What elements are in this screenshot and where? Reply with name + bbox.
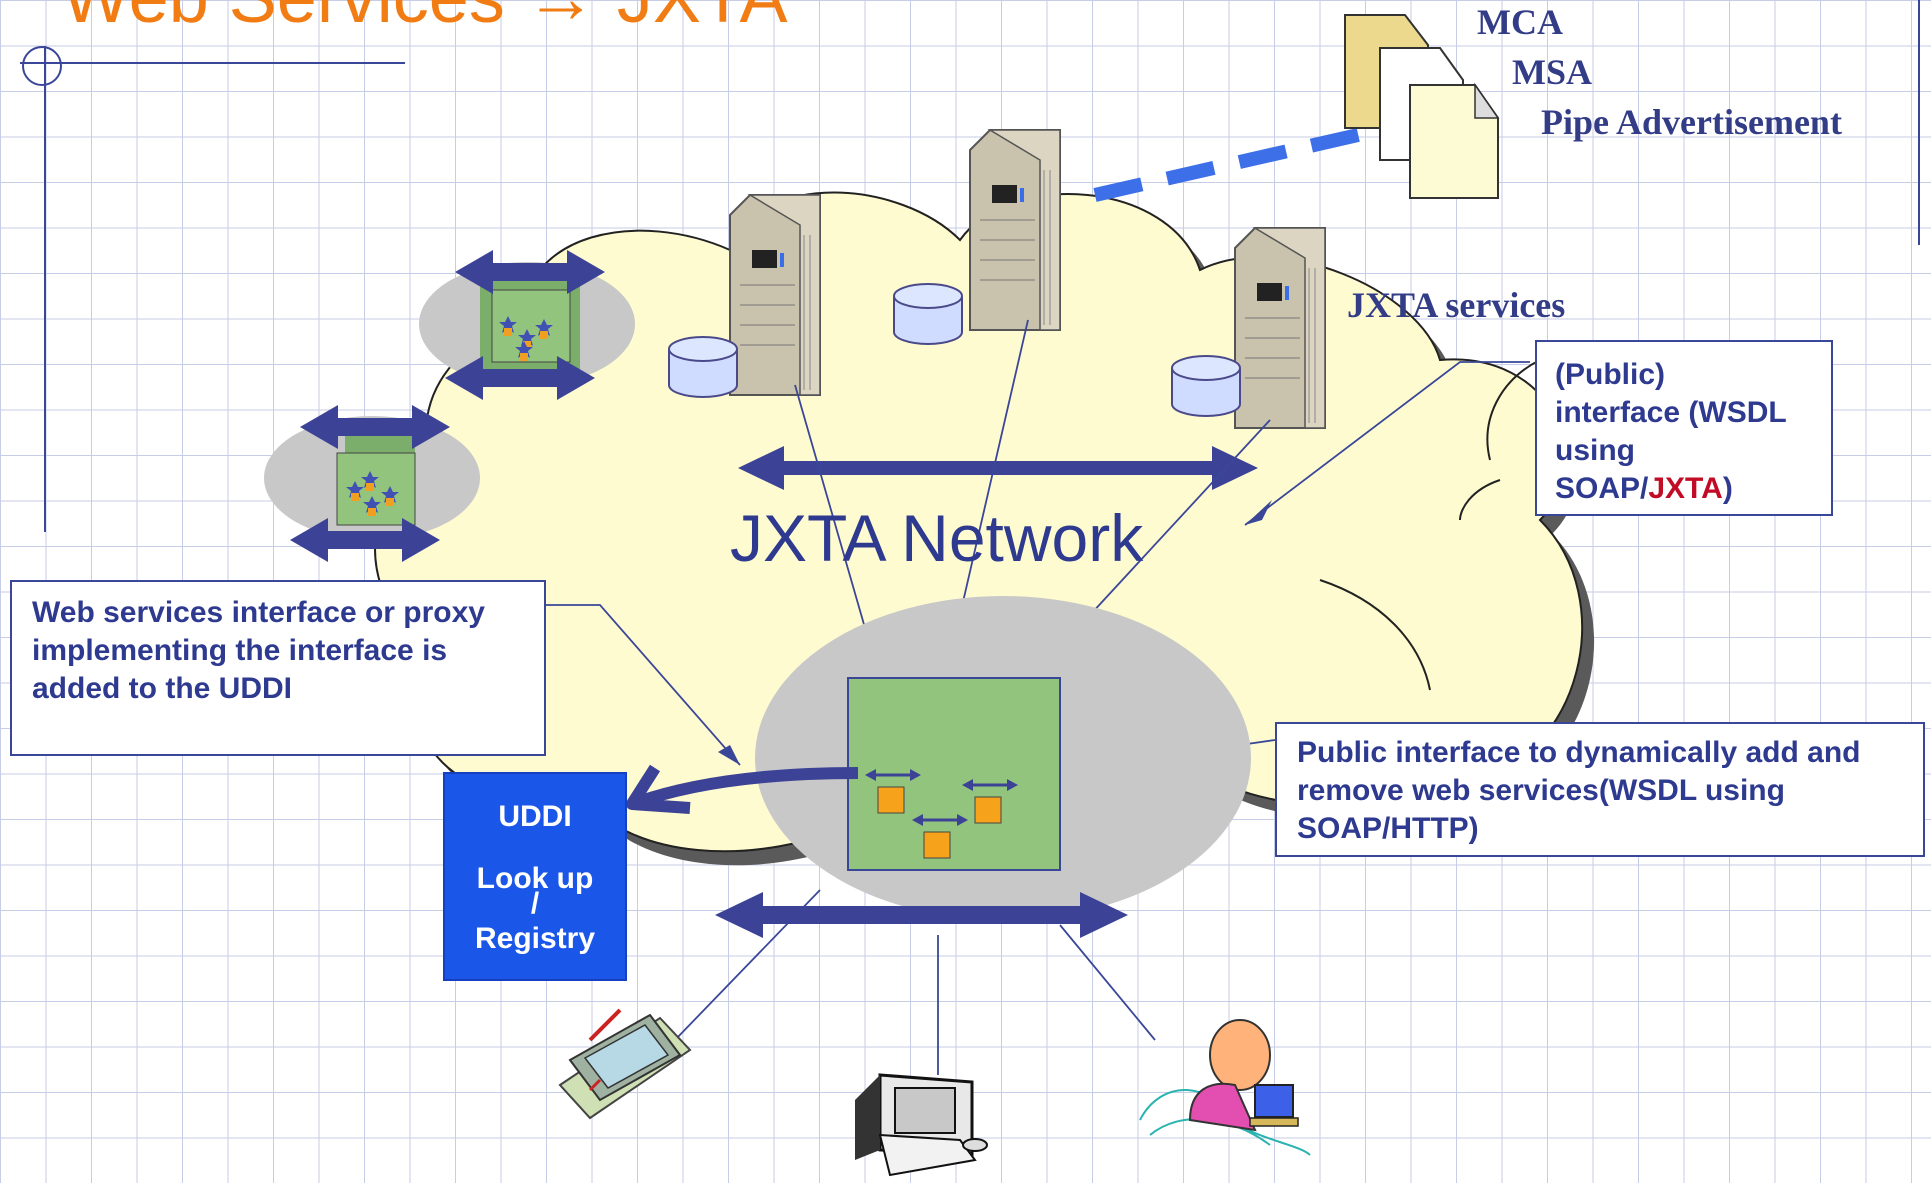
callout-public-wsdl-line4: SOAP/JXTA) bbox=[1555, 470, 1813, 508]
callout-public-wsdl-suffix: ) bbox=[1722, 472, 1733, 505]
central-peer-group bbox=[755, 596, 1251, 920]
callout-public-wsdl: (Public) interface (WSDL using SOAP/JXTA… bbox=[1535, 340, 1833, 516]
pda-icon bbox=[558, 1008, 692, 1120]
callout-public-wsdl-line1: (Public) bbox=[1555, 358, 1665, 391]
callout-dynamic-line1: Public interface to dynamically add and bbox=[1297, 736, 1861, 769]
document-stack bbox=[1344, 14, 1500, 199]
callout-web-services-line2: implementing the interface is bbox=[32, 634, 448, 667]
database-right bbox=[1171, 355, 1241, 417]
doc-label-msa: MSA bbox=[1512, 52, 1592, 92]
callout-dynamic-line2: remove web services(WSDL using bbox=[1297, 774, 1785, 807]
callout-dynamic-interface: Public interface to dynamically add and … bbox=[1275, 722, 1925, 857]
jxta-network-label: JXTA Network bbox=[730, 501, 1144, 575]
callout-web-services-line1: Web services interface or proxy bbox=[32, 596, 485, 629]
peer-group-top bbox=[419, 250, 635, 400]
peer-group-left bbox=[264, 405, 480, 562]
title-rule bbox=[20, 62, 405, 64]
doc-label-mca: MCA bbox=[1477, 2, 1563, 42]
callout-public-wsdl-accent: JXTA bbox=[1648, 472, 1723, 505]
uddi-title: UDDI bbox=[498, 800, 572, 833]
jxta-services-label: JXTA services bbox=[1347, 285, 1566, 325]
callout-web-services-line3: added to the UDDI bbox=[32, 672, 292, 705]
uddi-slash: / bbox=[530, 887, 540, 920]
server-center bbox=[969, 129, 1061, 331]
uddi-registry-box: UDDI Look up / Registry bbox=[443, 772, 627, 981]
callout-dynamic-line3: SOAP/HTTP) bbox=[1297, 812, 1479, 845]
slide-title: Web Services → JXTA bbox=[62, 0, 788, 34]
server-left bbox=[729, 194, 821, 396]
callout-public-wsdl-line3: using bbox=[1555, 434, 1635, 467]
database-left bbox=[668, 336, 738, 398]
advertisement-link bbox=[1093, 123, 1382, 202]
callout-public-wsdl-line2: interface (WSDL bbox=[1555, 396, 1787, 429]
user-icon bbox=[1139, 1019, 1311, 1156]
database-center bbox=[893, 283, 963, 345]
uddi-registry: Registry bbox=[474, 922, 596, 955]
title-bullet bbox=[22, 46, 62, 86]
client-arrow bbox=[715, 892, 1128, 938]
right-rule bbox=[1918, 0, 1920, 245]
computer-icon bbox=[855, 1073, 988, 1177]
uddi-arrow bbox=[626, 764, 859, 814]
callout-public-wsdl-prefix: SOAP/ bbox=[1555, 472, 1649, 505]
network-arrow bbox=[738, 446, 1258, 490]
left-rule bbox=[44, 46, 46, 532]
uddi-lookup: Look up bbox=[476, 862, 594, 895]
doc-label-pipe-advertisement: Pipe Advertisement bbox=[1541, 102, 1842, 142]
server-right bbox=[1234, 227, 1326, 429]
callout-web-services: Web services interface or proxy implemen… bbox=[10, 580, 546, 756]
